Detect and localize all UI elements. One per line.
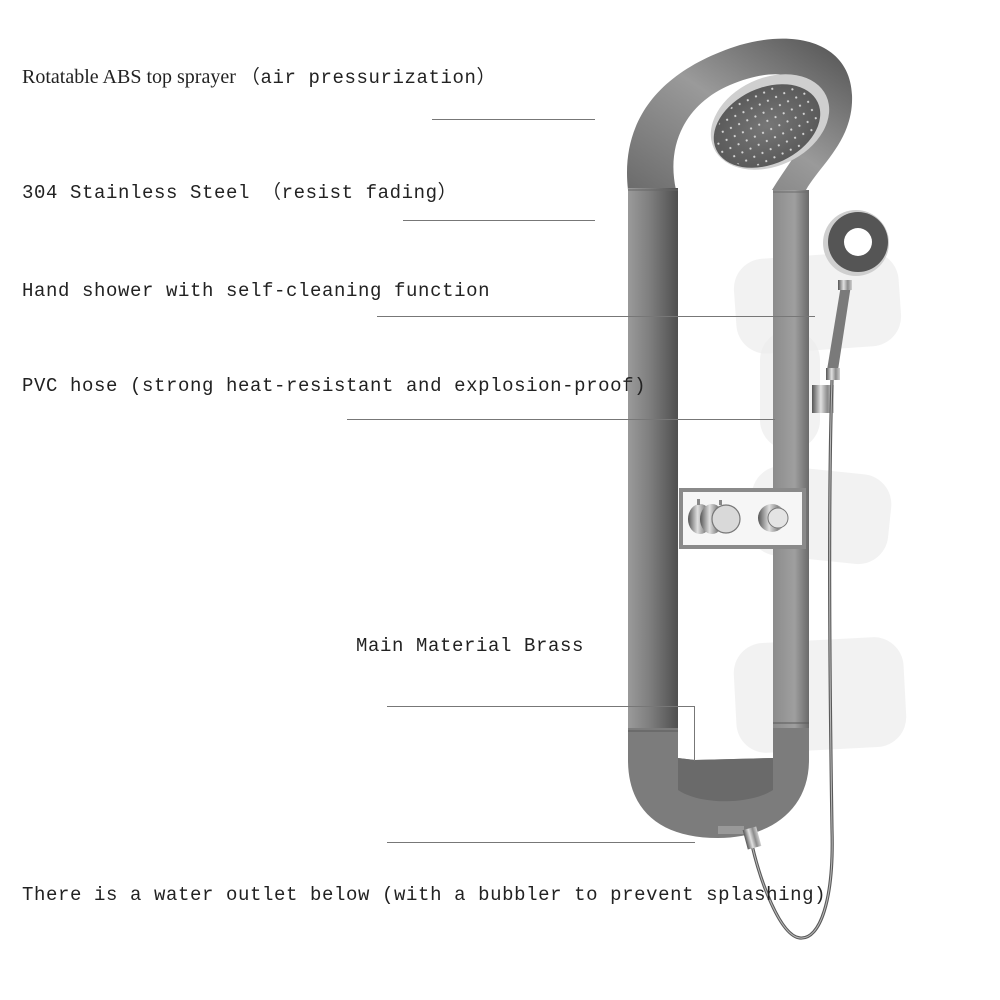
callout-material: Main Material Brass: [356, 635, 585, 657]
callout-stainless: 304 Stainless Steel （resist fading）: [22, 182, 458, 204]
leader-line-hose: [347, 419, 775, 420]
callout-top-sprayer-title: Rotatable ABS top sprayer: [22, 66, 236, 88]
leader-line-top-sprayer: [432, 119, 595, 120]
leader-line-material: [387, 706, 695, 707]
thermostatic-knob: [688, 499, 741, 534]
bottom-outlet: [718, 826, 762, 850]
hose-holder: [812, 385, 834, 413]
leader-line-hand-shower: [377, 316, 815, 317]
callout-hose: PVC hose (strong heat-resistant and expl…: [22, 375, 647, 397]
callout-outlet: There is a water outlet below (with a bu…: [22, 884, 827, 906]
panel-right-bar: [773, 190, 809, 730]
top-sprayer-head: [710, 74, 830, 170]
diverter-knob: [758, 504, 789, 532]
leader-line-stainless: [403, 220, 595, 221]
callout-top-sprayer-note: （air pressurization）: [240, 67, 497, 89]
panel-left-bar: [628, 188, 678, 728]
leader-line-outlet: [387, 842, 695, 843]
leader-line-material-drop: [694, 706, 695, 761]
callout-top-sprayer: Rotatable ABS top sprayer （air pressuriz…: [22, 62, 496, 89]
callout-hand-shower: Hand shower with self-cleaning function: [22, 280, 491, 302]
thermostatic-control-panel: [679, 488, 806, 549]
hand-shower: [823, 210, 889, 380]
